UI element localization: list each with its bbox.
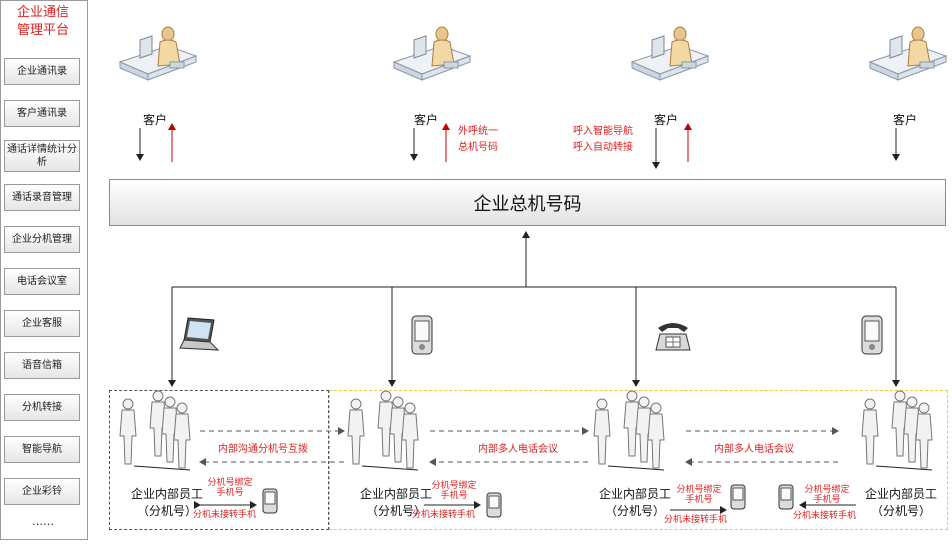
employee-label-line2: （分机号）: [604, 504, 665, 518]
small-mobile-icon: [730, 484, 746, 510]
employee-group-icon: [119, 390, 191, 471]
trunk-number-box: 企业总机号码: [109, 179, 946, 226]
intercom-label: 内部沟通分机号互拨: [216, 440, 310, 455]
transfer-note-3: 分机未接转手机: [664, 515, 728, 525]
customer-label-1: 客户: [143, 113, 168, 127]
trunk-label: 企业总机号码: [473, 193, 582, 215]
sidebar-item-call-stats[interactable]: 通话详情统计分析: [4, 140, 80, 172]
bind-note-line1: 分机号绑定: [804, 485, 850, 495]
customer-label-3: 客户: [654, 113, 679, 127]
platform-title-line2: 管理平台: [16, 23, 69, 38]
bind-note-1: 分机号绑定 手机号: [200, 478, 260, 498]
outbound-note-line2: 总机号码: [458, 142, 498, 153]
sidebar-more: ……: [32, 515, 54, 528]
bind-note-line2: 手机号: [685, 495, 713, 505]
outbound-note: 外呼统一 总机号码: [458, 124, 498, 156]
small-mobile-icon: [778, 484, 794, 510]
sidebar-item-label: 智能导航: [22, 444, 62, 455]
sidebar-item-enterprise-contacts[interactable]: 企业通讯录: [4, 58, 80, 85]
employee-label-line2: （分机号）: [870, 504, 931, 518]
sidebar-item-label: 分机转接: [22, 402, 62, 413]
customer-desk-icon: [392, 26, 472, 81]
sidebar-item-label: 企业通讯录: [17, 66, 67, 77]
inbound-note: 呼入智能导航 呼入自动转接: [573, 124, 633, 156]
transfer-note-4: 分机未接转手机: [793, 511, 857, 521]
sidebar-item-label: 语音信箱: [22, 360, 62, 371]
sidebar-item-label: 客户通讯录: [17, 108, 67, 119]
inbound-note-line1: 呼入智能导航: [573, 126, 633, 137]
employee-label-line1: 企业内部员工: [130, 487, 203, 501]
sidebar-item-extension-management[interactable]: 企业分机管理: [4, 226, 80, 253]
customer-label-2: 客户: [414, 113, 439, 127]
employee-group-icon: [593, 390, 665, 471]
sidebar-item-label: 通话详情统计分析: [7, 144, 77, 168]
bind-note-3: 分机号绑定 手机号: [670, 485, 728, 505]
bind-note-line2: 手机号: [813, 495, 841, 505]
sidebar-item-label: 电话会议室: [17, 276, 67, 287]
employee-label-2: 企业内部员工 （分机号）: [341, 486, 451, 520]
bind-note-2: 分机号绑定 手机号: [424, 481, 484, 501]
desk-telephone-icon: [655, 323, 691, 351]
platform-title: 企业通信 管理平台: [0, 4, 86, 40]
sidebar-item-ringback-tone[interactable]: 企业彩铃: [4, 478, 80, 505]
sidebar-item-label: 企业彩铃: [22, 486, 62, 497]
sidebar-item-label: 企业分机管理: [12, 234, 72, 245]
small-mobile-icon: [262, 488, 278, 514]
customer-desk-icon: [118, 26, 198, 81]
mobile-phone-icon: [411, 315, 433, 355]
zone-intercom: [109, 390, 329, 530]
employee-label-4: 企业内部员工 （分机号）: [853, 486, 949, 520]
sidebar-item-customer-service[interactable]: 企业客服: [4, 310, 80, 337]
customer-label-4: 客户: [893, 113, 918, 127]
customer-desk-icon: [630, 26, 710, 81]
bind-note-line2: 手机号: [216, 488, 244, 498]
sidebar-item-customer-contacts[interactable]: 客户通讯录: [4, 100, 80, 127]
transfer-note-2: 分机未接转手机: [412, 510, 476, 520]
employee-label-3: 企业内部员工 （分机号）: [585, 486, 685, 520]
sidebar-item-voicemail[interactable]: 语音信箱: [4, 352, 80, 379]
employee-label-line1: 企业内部员工: [864, 487, 937, 501]
sidebar-item-conference-room[interactable]: 电话会议室: [4, 268, 80, 295]
outbound-note-line1: 外呼统一: [458, 126, 498, 137]
conference-label-2: 内部多人电话会议: [712, 440, 796, 455]
employee-group-icon: [347, 390, 419, 471]
employee-label-line2: （分机号）: [136, 504, 197, 518]
sidebar-item-label: 企业客服: [22, 318, 62, 329]
employee-label-line2: （分机号）: [365, 504, 426, 518]
bind-note-line1: 分机号绑定: [207, 478, 253, 488]
bind-note-4: 分机号绑定 手机号: [798, 485, 856, 505]
employee-group-icon: [861, 390, 933, 471]
employee-label-1: 企业内部员工 （分机号）: [112, 486, 222, 520]
sidebar-item-call-recording[interactable]: 通话录音管理: [4, 184, 80, 211]
bind-note-line2: 手机号: [440, 491, 468, 501]
conference-label-1: 内部多人电话会议: [476, 440, 560, 455]
bind-note-line1: 分机号绑定: [431, 481, 477, 491]
transfer-note-1: 分机未接转手机: [193, 510, 257, 520]
employee-label-line1: 企业内部员工: [359, 487, 432, 501]
sidebar: 企业通信 管理平台 企业通讯录 客户通讯录 通话详情统计分析 通话录音管理 企业…: [0, 0, 88, 540]
laptop-icon: [179, 317, 220, 351]
employee-label-line1: 企业内部员工: [598, 487, 671, 501]
small-mobile-icon: [486, 492, 502, 518]
platform-title-line1: 企业通信: [16, 5, 69, 20]
mobile-phone-icon: [861, 315, 883, 355]
customer-desk-icon: [868, 26, 948, 81]
sidebar-item-extension-transfer[interactable]: 分机转接: [4, 394, 80, 421]
zone-conference: [329, 390, 948, 530]
sidebar-item-smart-navigation[interactable]: 智能导航: [4, 436, 80, 463]
sidebar-item-label: 通话录音管理: [12, 192, 72, 203]
bind-note-line1: 分机号绑定: [676, 485, 722, 495]
inbound-note-line2: 呼入自动转接: [573, 142, 633, 153]
